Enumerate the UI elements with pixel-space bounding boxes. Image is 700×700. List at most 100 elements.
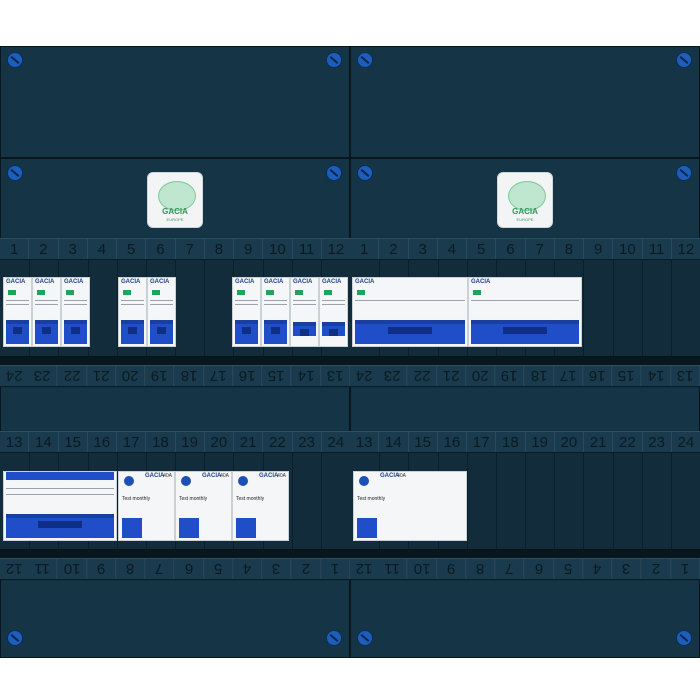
screw-icon (357, 165, 373, 181)
slot-divider (116, 260, 118, 356)
slot-divider (583, 453, 585, 549)
slot-divider (466, 453, 468, 549)
indicator (237, 290, 245, 295)
slot-divider (583, 260, 585, 356)
label-line (150, 300, 173, 301)
toggle-handle[interactable] (293, 322, 316, 336)
slot-divider (641, 453, 643, 549)
label-line (471, 300, 579, 301)
toggle-handle[interactable] (35, 320, 58, 344)
bottom-cover-right (351, 581, 699, 657)
slot-divider (612, 260, 614, 356)
rail-numbers-left-top: 1 2 3 4 5 6 7 8 9 10 11 12 (0, 238, 350, 260)
bottom-cover-left (1, 581, 349, 657)
screw-icon (676, 52, 692, 68)
screw-icon (7, 165, 23, 181)
main-switch[interactable] (3, 471, 117, 541)
toggle-handle[interactable] (471, 320, 579, 344)
rcd-handle[interactable] (122, 518, 142, 538)
test-button-icon[interactable] (359, 476, 369, 486)
test-button-icon[interactable] (238, 476, 248, 486)
label-line (293, 300, 316, 301)
label-line (64, 300, 87, 301)
rail-numbers-right-row2: 13 14 15 16 17 18 19 20 21 22 23 24 (350, 431, 700, 453)
mcb-breaker[interactable]: GACIA (32, 277, 61, 347)
mcb-breaker[interactable]: GACIA (261, 277, 290, 347)
toggle-handle[interactable] (150, 320, 173, 344)
screw-icon (7, 52, 23, 68)
slot-divider (612, 453, 614, 549)
label-line (322, 300, 345, 301)
test-button-icon[interactable] (124, 476, 134, 486)
indicator (152, 290, 160, 295)
mid-cover-left (1, 388, 349, 430)
toggle-handle[interactable] (64, 320, 87, 344)
slot-divider (554, 453, 556, 549)
screw-icon (676, 165, 692, 181)
indicator (8, 290, 16, 295)
rail-numbers-right-bottom: 12 11 10 9 8 7 6 5 4 3 2 1 (350, 558, 700, 580)
mcb-breaker[interactable]: GACIA (319, 277, 348, 347)
indicator (37, 290, 45, 295)
rcd-handle[interactable] (179, 518, 199, 538)
toggle-handle[interactable] (121, 320, 144, 344)
slot-divider (525, 453, 526, 549)
slot-divider (495, 453, 497, 549)
screw-icon (7, 630, 23, 646)
mcb-breaker[interactable]: GACIA (290, 277, 319, 347)
toggle-handle[interactable] (235, 320, 258, 344)
mcb-breaker[interactable]: GACIA (232, 277, 261, 347)
rail-numbers-right-top: 1 2 3 4 5 6 7 8 9 10 11 12 (350, 238, 700, 260)
label-line (121, 304, 144, 305)
label-line (150, 304, 173, 305)
rcd-handle[interactable] (357, 518, 377, 538)
toggle-handle[interactable] (6, 320, 29, 344)
mcb-breaker[interactable]: GACIA (3, 277, 32, 347)
toggle-handle[interactable] (6, 514, 114, 538)
toggle-handle[interactable] (322, 322, 345, 336)
label-line (322, 304, 345, 305)
indicator (324, 290, 332, 295)
rail-numbers-right-mid: 24 23 22 21 20 19 18 17 16 15 14 13 (350, 365, 700, 387)
screw-icon (357, 630, 373, 646)
rcd-handle[interactable] (236, 518, 256, 538)
mcb-breaker[interactable]: GACIA (147, 277, 176, 347)
test-button-icon[interactable] (181, 476, 191, 486)
mid-cover-right (351, 388, 699, 430)
screw-icon (326, 52, 342, 68)
gacia-logo: GACIA EUROPE (147, 172, 203, 228)
label-line (64, 304, 87, 305)
screw-icon (676, 630, 692, 646)
slot-divider (291, 453, 293, 549)
indicator (473, 290, 481, 295)
label-line (35, 300, 58, 301)
four-pole-switch[interactable]: GACIA (352, 277, 468, 347)
gacia-logo: GACIA EUROPE (497, 172, 553, 228)
label-line (235, 304, 258, 305)
top-cover-right (351, 47, 699, 157)
toggle-handle[interactable] (355, 320, 465, 344)
globe-icon (508, 181, 546, 211)
screw-icon (326, 630, 342, 646)
rail-numbers-left-bottom: 12 11 10 9 8 7 6 5 4 3 2 1 (0, 558, 350, 580)
mcb-breaker[interactable]: GACIA (61, 277, 90, 347)
label-line (35, 304, 58, 305)
cap (6, 472, 114, 480)
label-line (6, 488, 114, 489)
slot-divider (204, 260, 206, 356)
cover-divider (0, 157, 700, 159)
rail-numbers-left-row2: 13 14 15 16 17 18 19 20 21 22 23 24 (0, 431, 350, 453)
label-line (264, 304, 287, 305)
mcb-breaker[interactable]: GACIA (118, 277, 147, 347)
slot-divider (320, 453, 322, 549)
four-pole-switch[interactable]: GACIA (468, 277, 582, 347)
label-line (6, 494, 114, 495)
toggle-handle[interactable] (264, 320, 287, 344)
label-line (6, 304, 29, 305)
rail-numbers-left-mid: 24 23 22 21 20 19 18 17 16 15 14 13 (0, 365, 350, 387)
slot-divider (116, 453, 118, 549)
